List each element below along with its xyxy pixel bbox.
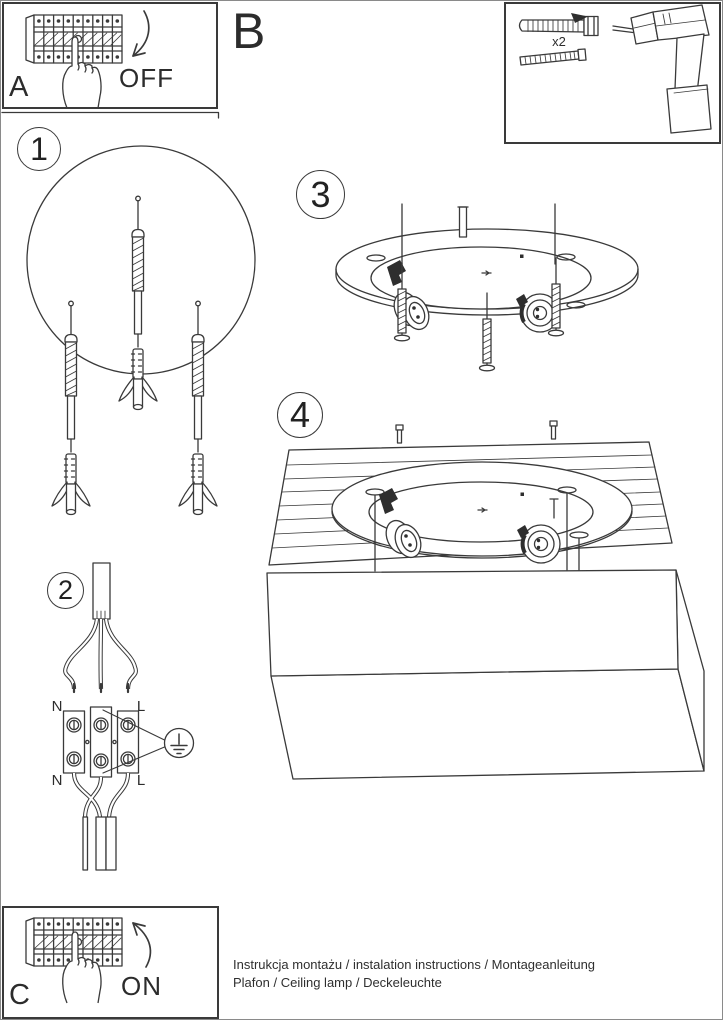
mounting-screw-lines [374,492,580,572]
anchor-quantity-label: x2 [552,34,566,49]
panel-c-label: C [9,979,30,1011]
neutral-label-bottom: N [51,772,63,789]
ceiling-wires-icon [401,203,556,267]
screw-icon [519,48,587,66]
live-label-bottom: L [136,772,146,789]
section-b-label: B [232,3,266,59]
wall-plug-icon [518,13,599,37]
mounting-plate-icon [335,228,639,316]
anchor-screw-icon [178,300,218,516]
anchor-screw-icon [51,300,91,516]
earth-pointer-lines [102,709,166,774]
footer-line-2: Plafon / Ceiling lamp / Deckeleuchte [233,974,442,990]
anchor-screw-icon [118,195,158,411]
neutral-label-top: N [51,698,63,715]
terminal-block-icon [62,706,140,778]
step-2-badge: 2 [47,572,84,609]
cable-sleeves-icon [95,816,117,871]
power-off-label: OFF [119,63,174,93]
footer-line-1: Instrukcja montażu / instalation instruc… [233,957,596,972]
lamp-socket-icon [515,523,562,565]
lamp-shade-box-icon [266,569,705,780]
parts-box-frame [504,2,721,144]
arrow-up-icon [132,922,152,968]
step-3-badge: 3 [296,170,345,219]
step-4-badge: 4 [277,392,323,438]
ground-lead-icon [82,816,89,871]
drill-icon [612,4,712,134]
power-on-label: ON [121,971,162,1001]
frame-corner-line [1,111,220,119]
panel-c-frame [2,906,219,1019]
mains-cable-icon [92,562,111,620]
panel-a-frame [2,2,218,109]
live-label-top: L [136,698,146,715]
output-wires-icon [71,772,131,818]
step-1-badge: 1 [17,127,61,171]
arrow-down-icon [132,10,150,57]
footer-text: Instrukcja montażu / instalation instruc… [233,956,595,991]
panel-a-label: A [9,71,29,103]
earth-symbol-icon [163,727,195,759]
supply-wires-icon [63,618,138,694]
